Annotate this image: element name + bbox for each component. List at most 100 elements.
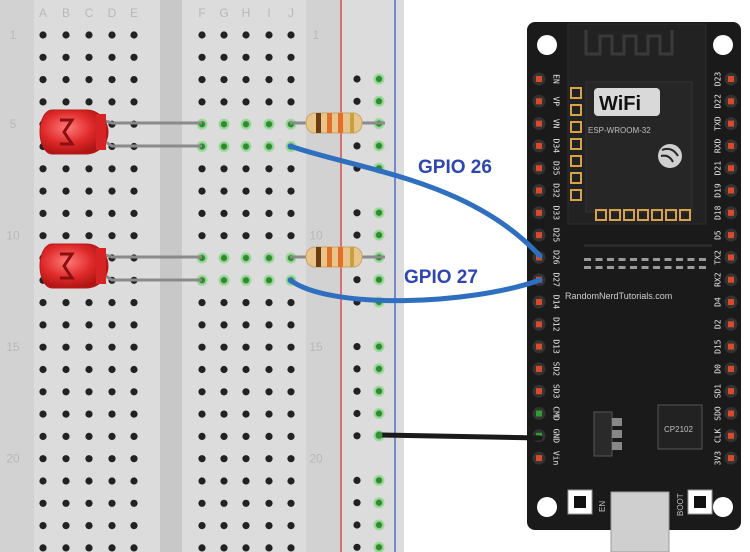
espressif-logo-mark (660, 147, 679, 163)
connected-hole (376, 232, 382, 239)
breadboard-hole (242, 410, 250, 418)
mount-hole (537, 35, 557, 55)
breadboard-hole (198, 76, 206, 84)
breadboard-hole (39, 232, 47, 240)
dash-pad (676, 258, 683, 261)
breadboard-hole (287, 299, 295, 307)
dash-pad (664, 258, 672, 261)
pin-label: D13 (552, 339, 561, 354)
breadboard-hole (39, 321, 47, 329)
led-die (60, 118, 75, 146)
breadboard-hole (62, 53, 70, 61)
breadboard-hole (265, 455, 273, 463)
module-label: ESP-WROOM-32 (588, 126, 651, 135)
breadboard-hole (130, 299, 138, 307)
board-pin (728, 120, 734, 127)
breadboard-hole (130, 53, 138, 61)
rail-hole (353, 365, 361, 373)
board-pin (728, 76, 734, 82)
pin-label: D19 (714, 183, 723, 198)
connected-hole (243, 121, 249, 128)
pin-label: D18 (714, 205, 723, 220)
breadboard-hole (242, 455, 250, 463)
breadboard-hole (85, 53, 93, 61)
pin-label: TXD (714, 116, 723, 131)
pin-label: D0 (714, 364, 723, 374)
breadboard-center-channel (160, 0, 182, 552)
breadboard-hole (62, 343, 70, 351)
breadboard-hole (108, 53, 116, 61)
breadboard-hole (220, 165, 228, 173)
breadboard-hole (39, 76, 47, 84)
board-pin (536, 120, 542, 127)
led-rim (96, 114, 106, 150)
dash-pad (687, 266, 695, 269)
pin-label: SD1 (714, 384, 723, 399)
mount-hole (713, 497, 733, 517)
breadboard-hole (265, 432, 273, 440)
breadboard-hole (242, 343, 250, 351)
dash-pad (607, 258, 614, 261)
pin-label: CLK (714, 428, 723, 443)
dash-pad (607, 266, 614, 269)
breadboard-hole (220, 232, 228, 240)
breadboard-hole (198, 232, 206, 240)
breadboard-hole (198, 432, 206, 440)
dash-pad (595, 258, 603, 261)
breadboard-hole (220, 432, 228, 440)
pin-label: VN (552, 119, 561, 129)
breadboard-hole (242, 31, 250, 39)
breadboard-hole (62, 410, 70, 418)
breadboard-hole (265, 321, 273, 329)
breadboard-hole (242, 98, 250, 106)
column-label: C (85, 6, 94, 20)
dash-pad (630, 258, 637, 261)
board-pin (536, 365, 542, 372)
connected-hole (221, 121, 227, 128)
connected-hole (376, 209, 382, 216)
board-pin (728, 365, 734, 372)
module-pad (637, 209, 649, 221)
breadboard-hole (39, 455, 47, 463)
breadboard-hole (62, 544, 70, 552)
breadboard-hole (39, 544, 47, 552)
breadboard-hole (130, 388, 138, 396)
breadboard-hole (62, 388, 70, 396)
breadboard-hole (108, 321, 116, 329)
usb-connector (610, 491, 670, 552)
row-label: 20 (6, 452, 20, 466)
breadboard-hole (220, 544, 228, 552)
breadboard-hole (220, 455, 228, 463)
connected-hole (376, 388, 382, 395)
breadboard-hole (130, 544, 138, 552)
breadboard-hole (287, 343, 295, 351)
breadboard-hole (287, 98, 295, 106)
resistor-band (327, 113, 332, 133)
module-pad (651, 209, 663, 221)
boot-button-label: BOOT (676, 493, 685, 516)
board-trace (584, 244, 712, 247)
breadboard-hole (198, 209, 206, 217)
breadboard-hole (287, 321, 295, 329)
connected-hole (376, 343, 382, 350)
label-gpio-27: GPIO 27 (404, 267, 478, 288)
row-label: 10 (6, 229, 20, 243)
breadboard-hole (108, 544, 116, 552)
antenna-trace (584, 30, 674, 56)
breadboard-hole (85, 209, 93, 217)
dash-pad (630, 266, 637, 269)
board-pin (728, 432, 734, 439)
breadboard-hole (108, 76, 116, 84)
breadboard-hole (242, 53, 250, 61)
wire-gpio-26 (287, 143, 543, 259)
pin-label: D32 (552, 183, 561, 198)
board-pin (728, 299, 734, 305)
pin-label: SDO (714, 406, 723, 421)
pin-label: EN (552, 74, 561, 84)
resistor-1 (290, 112, 385, 134)
pin-label: SD2 (552, 362, 561, 377)
breadboard-hole (242, 321, 250, 329)
breadboard-hole (85, 343, 93, 351)
breadboard-hole (287, 477, 295, 485)
